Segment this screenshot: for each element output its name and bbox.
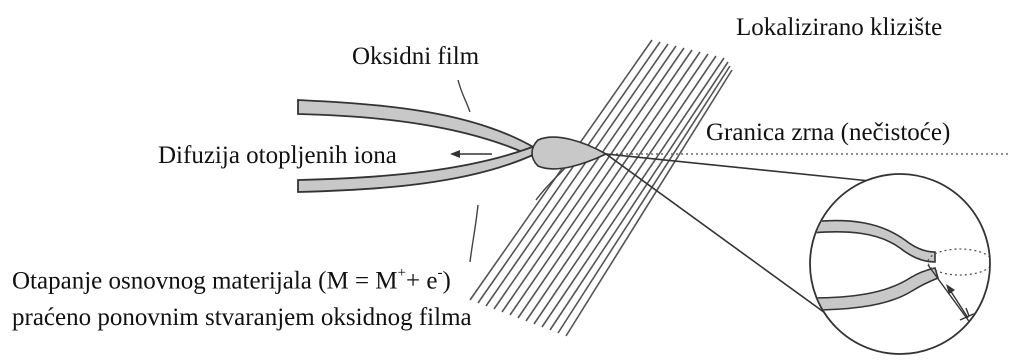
slip-band — [469, 39, 733, 337]
dissolution-label-line2: praćeno ponovnim stvaranjem oksidnog fil… — [12, 304, 472, 331]
dissolution-sup-minus: - — [437, 265, 443, 281]
dissolution-label-line1: Otapanje osnovnog materijala (M = M++ e-… — [12, 265, 451, 295]
diffusion-label: Difuzija otopljenih iona — [158, 142, 397, 169]
slip-line — [549, 61, 729, 331]
dissolution-text-a: Otapanje osnovnog materijala (M = M — [12, 267, 398, 295]
localized-slip-label: Lokalizirano klizište — [736, 14, 943, 41]
dissolution-text-c: ) — [442, 267, 451, 295]
magnify-line-upper — [605, 153, 881, 183]
slip-line — [565, 69, 733, 337]
slip-line — [541, 57, 725, 328]
oxide-film-label: Oksidni film — [352, 43, 480, 70]
crack-tip — [531, 136, 608, 170]
slip-line — [557, 65, 731, 334]
slip-line — [485, 43, 669, 307]
magnified-inset — [809, 173, 991, 355]
dissolution-leader-left — [469, 204, 479, 263]
diffusion-arrow — [450, 150, 492, 158]
slip-line — [501, 47, 685, 313]
dissolution-sup-plus: + — [397, 265, 407, 281]
grain-boundary-label: Granica zrna (nečistoće) — [706, 119, 951, 146]
slip-line — [525, 53, 709, 322]
dissolution-text-b: + e — [406, 267, 438, 295]
slip-line — [509, 49, 693, 316]
slip-line — [517, 51, 701, 319]
slip-line — [469, 39, 653, 301]
slip-line — [493, 45, 677, 310]
oxide-film-leader — [457, 79, 471, 113]
slip-line — [533, 55, 717, 325]
magnify-line-lower — [605, 153, 833, 319]
slip-line — [477, 41, 661, 304]
dissolution-leader-right — [535, 167, 566, 201]
